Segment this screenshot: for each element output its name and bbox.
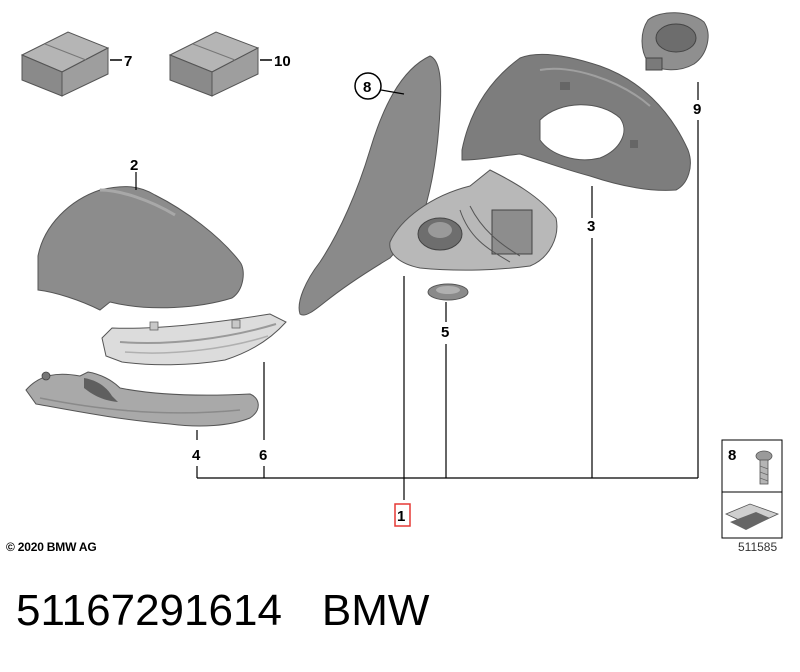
label-3: 3 (587, 218, 595, 235)
box-10 (168, 31, 260, 97)
legend-part-number: 8 (728, 447, 736, 464)
label-2: 2 (130, 157, 138, 174)
copyright: © 2020 BMW AG (6, 540, 97, 554)
legend-box: 8 (721, 439, 783, 539)
label-8: 8 (363, 79, 371, 96)
motor-assembly (389, 169, 558, 271)
screw-icon (755, 450, 773, 485)
housing-3 (461, 53, 691, 191)
motor-9 (641, 12, 709, 71)
cover-cap-5 (427, 283, 469, 301)
label-1: 1 (397, 508, 405, 525)
caption-part-number: 51167291614 (16, 586, 282, 635)
label-4: 4 (192, 447, 201, 464)
arrow-icon (725, 503, 780, 530)
lower-trim-4 (25, 371, 259, 427)
mirror-cap-2 (37, 186, 244, 311)
box-7 (20, 31, 110, 97)
label-10: 10 (274, 53, 291, 70)
caption: 51167291614 BMW (16, 586, 429, 636)
label-5: 5 (441, 324, 449, 341)
label-6: 6 (259, 447, 267, 464)
turn-signal-6 (101, 313, 287, 366)
label-7: 7 (124, 53, 132, 70)
caption-brand: BMW (321, 586, 430, 635)
part-1-highlight (394, 503, 411, 527)
mirror-arm-8 (298, 55, 442, 316)
image-ref: 511585 (738, 540, 778, 554)
label-9: 9 (693, 101, 701, 118)
